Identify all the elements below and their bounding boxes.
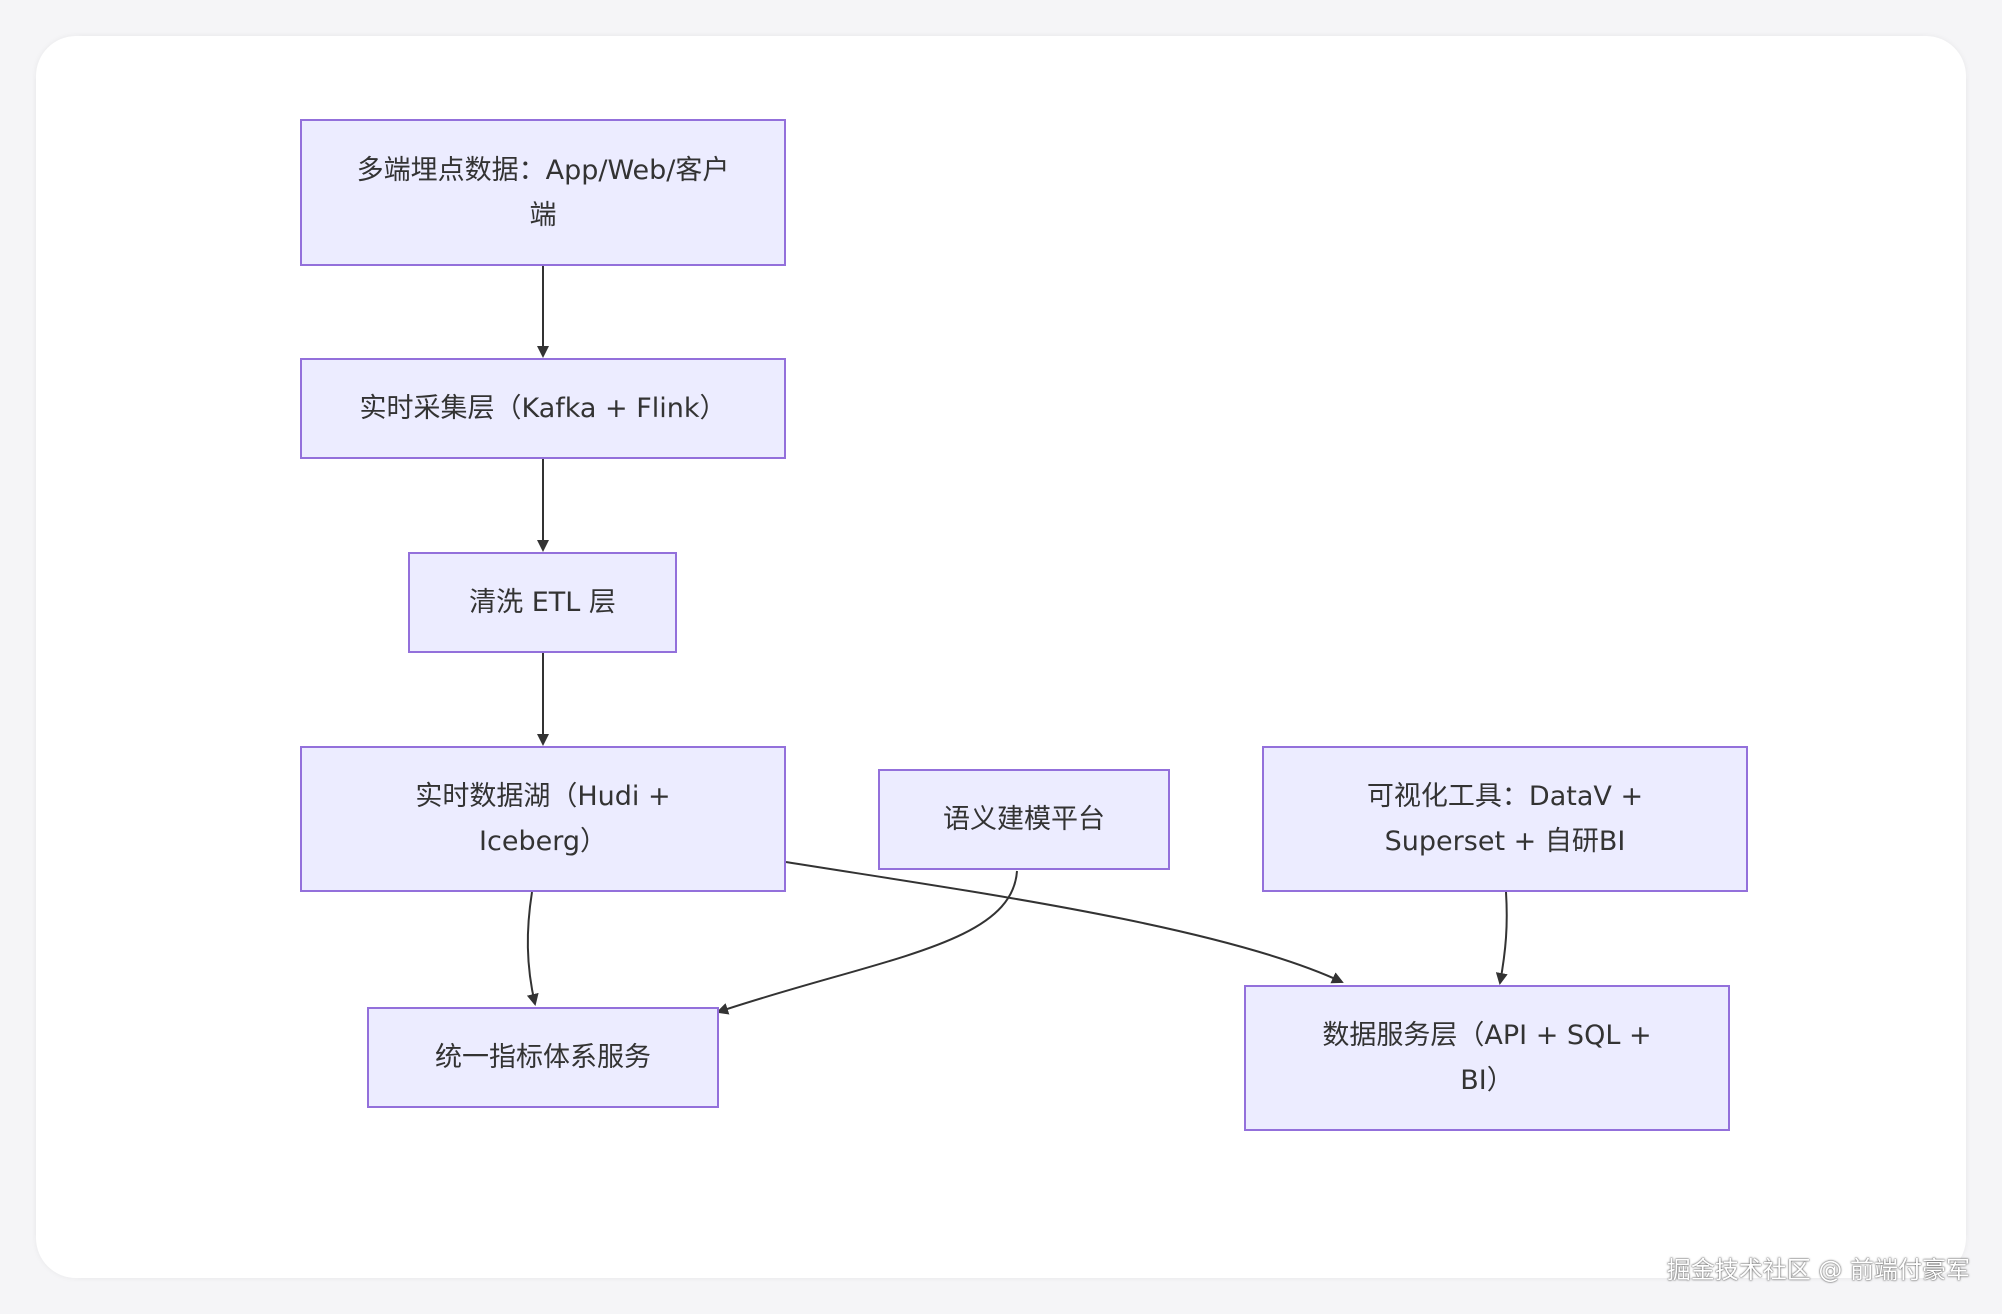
node-service: 数据服务层（API + SQL + BI）	[1244, 985, 1730, 1131]
node-etl: 清洗 ETL 层	[408, 552, 677, 653]
node-etl-label: 清洗 ETL 层	[469, 587, 616, 618]
node-lake: 实时数据湖（Hudi + Iceberg）	[300, 746, 786, 892]
edge-semantic-metrics	[716, 870, 1018, 1015]
node-collect: 实时采集层（Kafka + Flink）	[300, 358, 786, 459]
node-semantic: 语义建模平台	[878, 769, 1170, 870]
watermark: 掘金技术社区 @ 前端付豪军	[1666, 1256, 1970, 1284]
node-semantic-label: 语义建模平台	[943, 804, 1105, 835]
node-source-label: 多端埋点数据：App/Web/客户端	[356, 154, 730, 231]
node-viz-label: 可视化工具：DataV + Superset + 自研BI	[1366, 781, 1644, 857]
node-collect-label: 实时采集层（Kafka + Flink）	[359, 393, 727, 424]
edge-lake-metrics	[526, 891, 539, 1006]
edge-viz-service	[1495, 891, 1508, 985]
node-lake-label: 实时数据湖（Hudi + Iceberg）	[415, 781, 671, 857]
node-viz: 可视化工具：DataV + Superset + 自研BI	[1262, 746, 1748, 892]
node-service-label: 数据服务层（API + SQL + BI）	[1322, 1020, 1652, 1096]
node-metrics-label: 统一指标体系服务	[435, 1042, 651, 1073]
edge-lake-service	[785, 861, 1344, 984]
node-metrics: 统一指标体系服务	[367, 1007, 719, 1108]
node-source: 多端埋点数据：App/Web/客户端	[300, 119, 786, 266]
